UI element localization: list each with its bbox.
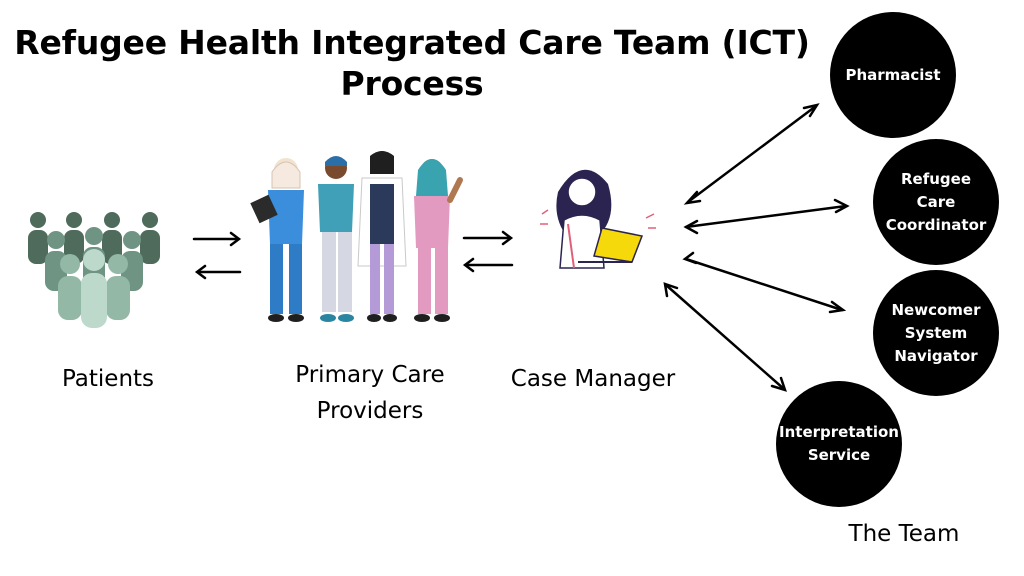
providers-label-line-1: Primary Care <box>295 362 445 388</box>
healthcare-providers-illustration <box>250 151 463 322</box>
diagram-title: Refugee Health Integrated Care Team (ICT… <box>0 22 824 104</box>
team-node-label: Pharmacist <box>845 65 941 84</box>
title-line-1: Refugee Health Integrated Care Team (ICT… <box>14 23 810 62</box>
providers-casemanager-arrows <box>462 230 514 273</box>
team-node-pharmacist: Pharmacist <box>830 12 956 138</box>
team-node-newcomer-system-navigator: Newcomer System Navigator <box>873 270 999 396</box>
patients-label: Patients <box>61 366 155 392</box>
arrow-newcomer-system-navigator <box>682 251 847 314</box>
arrow-refugee-care-coordinator <box>683 198 850 235</box>
arrow-pharmacist <box>683 103 820 205</box>
patients-group-icon <box>28 212 160 328</box>
team-node-label: Newcomer System Navigator <box>891 300 981 365</box>
patients-providers-arrows <box>192 231 242 280</box>
team-node-label: Interpretation Service <box>779 423 899 464</box>
case-manager-label: Case Manager <box>510 366 676 392</box>
team-node-refugee-care-coordinator: Refugee Care Coordinator <box>873 139 999 265</box>
the-team-label: The Team <box>848 521 960 547</box>
primary-care-providers-label: Primary Care Providers <box>270 357 470 429</box>
title-line-2: Process <box>340 64 484 103</box>
providers-label-line-2: Providers <box>316 398 424 424</box>
arrow-interpretation-service <box>663 282 787 392</box>
team-node-label: Refugee Care Coordinator <box>885 169 987 234</box>
case-manager-laptop-illustration <box>540 169 656 269</box>
team-node-interpretation-service: Interpretation Service <box>776 381 902 507</box>
